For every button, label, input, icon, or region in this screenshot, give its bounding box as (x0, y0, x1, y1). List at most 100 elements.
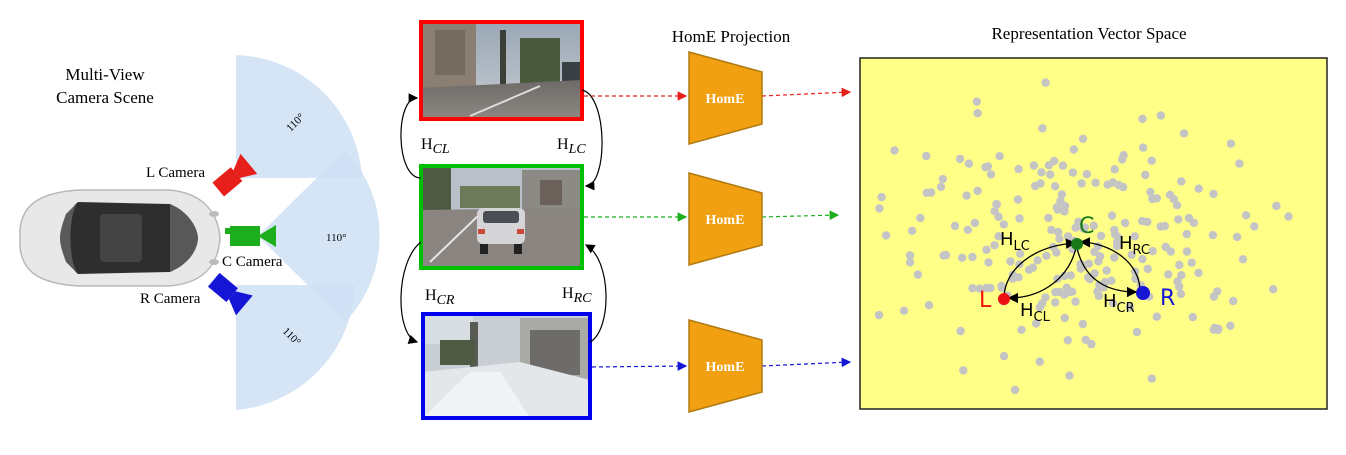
point-l (998, 293, 1010, 305)
scatter-point (1037, 168, 1046, 177)
scatter-point (1078, 319, 1088, 329)
representation-space: L C R HLC HRC HCL HCR (859, 57, 1328, 410)
scatter-point (1090, 247, 1099, 257)
scatter-point (1179, 129, 1189, 138)
space-title: Representation Vector Space (991, 24, 1186, 43)
scatter-point (950, 221, 960, 231)
scatter-point (1060, 313, 1069, 323)
point-r-label: R (1160, 286, 1175, 311)
label-h-cr: HCR (425, 287, 455, 308)
center-camera-icon (225, 225, 276, 247)
scatter-point (1016, 249, 1025, 258)
scatter-point (1110, 225, 1119, 235)
edge-label-h-lc: HLC (1000, 229, 1030, 254)
scatter-point (907, 226, 917, 235)
scatter-point (1051, 288, 1060, 297)
image-homography-arrows (400, 89, 607, 344)
arc-h-rc (1079, 237, 1141, 292)
scatter-point (913, 270, 923, 279)
scatter-point (1125, 303, 1135, 312)
scatter-point (1113, 232, 1122, 241)
scatter-point (877, 192, 886, 202)
scatter-point (1130, 232, 1139, 241)
scatter-point (1084, 259, 1094, 268)
scatter-point (875, 204, 884, 213)
scatter-point (1229, 296, 1238, 306)
scatter-point (1165, 190, 1175, 199)
point-c (1071, 238, 1083, 250)
scatter-point (1052, 248, 1061, 257)
scatter-point (1094, 257, 1103, 266)
scatter-point (1166, 247, 1176, 256)
scatter-point (938, 174, 947, 184)
arrow-h-lc (581, 89, 603, 191)
scatter-point (1209, 292, 1219, 301)
scatter-point (1041, 78, 1050, 87)
scatter-point (1071, 223, 1080, 232)
scatter-point (1148, 194, 1157, 204)
camera-scene: 110° 110° 110° Multi-View Camera Scene (19, 55, 380, 410)
scatter-point (1132, 327, 1142, 337)
projection-title: HomE Projection (672, 27, 791, 46)
scene-title-line2: Camera Scene (56, 88, 154, 107)
scatter-point (1055, 234, 1064, 243)
scatter-point (1047, 225, 1056, 235)
scatter-point (1035, 357, 1045, 366)
scatter-point (986, 170, 996, 179)
scatter-point (874, 310, 884, 320)
fov-wedge-right (236, 285, 355, 410)
scatter-point (1006, 257, 1015, 266)
scatter-point (1036, 179, 1045, 188)
scatter-point (1015, 214, 1024, 223)
fov-wedge-left (236, 55, 362, 178)
scene-title-line1: Multi-View (65, 65, 145, 84)
scatter-point (1102, 266, 1111, 275)
edge-label-h-cr: HCR (1103, 291, 1135, 316)
scatter-point (1164, 270, 1173, 279)
scatter-point (1103, 180, 1112, 189)
arrow-h-rc (584, 244, 607, 343)
scatter-point (1085, 275, 1095, 284)
scatter-point (1038, 124, 1047, 133)
scatter-point (1148, 246, 1157, 256)
home-block-right: HomE (688, 319, 763, 413)
scatter-point (1029, 161, 1039, 170)
scatter-point (1241, 211, 1251, 220)
scatter-point (1232, 232, 1242, 242)
scatter-point (1138, 216, 1147, 226)
scatter-point (1041, 293, 1050, 302)
scatter-point (1172, 201, 1182, 210)
scatter-point (973, 186, 982, 196)
scatter-point (1173, 277, 1182, 286)
scatter-point (1147, 156, 1156, 165)
scatter-point (1112, 241, 1122, 251)
home-block-right-label: HomE (706, 360, 745, 375)
scatter-point (881, 231, 891, 240)
scatter-point (1069, 145, 1079, 154)
scatter-point (905, 251, 915, 260)
scatter-point (1035, 303, 1045, 312)
scatter-point (1174, 215, 1183, 224)
flow-arrow-center-home-to-space (761, 210, 840, 221)
scatter-point (1087, 339, 1096, 349)
scatter-point (1141, 170, 1150, 180)
scatter-point (968, 284, 977, 293)
scatter-point (1108, 299, 1118, 308)
scatter-point (1250, 222, 1259, 231)
scatter-point (922, 151, 931, 161)
scatter-point (972, 97, 981, 106)
scatter-point (1269, 285, 1278, 294)
scatter-point (1182, 247, 1192, 256)
scatter-point (1156, 111, 1166, 120)
label-h-rc: HRC (562, 285, 592, 306)
scatter-point (1139, 143, 1148, 152)
scatter-point (999, 351, 1009, 361)
home-block-center-label: HomE (706, 213, 745, 228)
flow-arrows (584, 87, 852, 371)
edge-label-h-cl: HCL (1020, 300, 1051, 325)
scatter-point (970, 218, 980, 228)
car-top-view (19, 189, 221, 287)
scatter-point (1090, 269, 1099, 278)
scatter-point (1177, 177, 1186, 186)
scatter-point (975, 284, 984, 293)
